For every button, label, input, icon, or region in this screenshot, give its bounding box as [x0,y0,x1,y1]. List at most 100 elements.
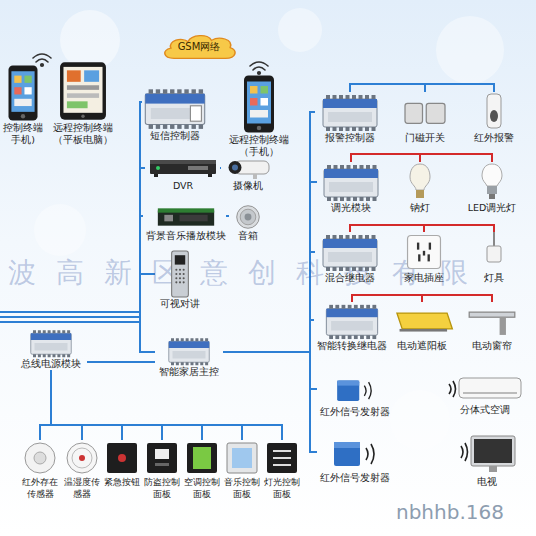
device-label: 紧急按钮 [99,476,145,488]
bus-wire [226,215,229,217]
device-icon [221,156,275,180]
device-label: 混合继电器 [315,272,385,284]
bus-wire [51,370,242,440]
device-node: 分体式空调 [443,374,527,416]
device-icon [449,432,525,476]
bubble [34,204,86,256]
device-node: 电动窗帘 [463,302,521,352]
device-label: 门磁开关 [400,132,450,144]
bus-wire [223,112,315,352]
device-icon [400,92,450,132]
device-icon [469,232,519,272]
device-icon [397,162,443,202]
device-icon [315,92,385,132]
device-node: 红外信号发射器 [317,372,393,418]
bus-wire [51,370,122,440]
bus-wire [350,84,494,92]
device-icon [145,156,221,180]
device-icon [142,440,182,476]
bubble [390,390,450,450]
device-node: 红外信号发射器 [317,432,393,484]
bus-wire [352,295,492,302]
device-node: 远程控制终端（平板电脑） [50,60,116,146]
device-icon [15,328,87,358]
device-icon [469,92,519,132]
device-label: 灯具 [469,272,519,284]
device-label: 红外信号发射器 [317,472,393,484]
device-label: 总线电源模块 [15,358,87,370]
device-icon [222,440,262,476]
device-icon [228,74,290,134]
device-icon [314,302,390,340]
device-node: 报警控制器 [315,92,385,144]
device-node: 音箱 [227,204,269,242]
device-node: 调光模块 [317,162,385,214]
bus-wire [51,370,202,440]
bus-wire [350,225,494,232]
device-node: 空调控制面板 [182,440,222,500]
device-icon [463,302,521,340]
device-node: 短信控制器 [142,86,208,142]
network-cloud: GSM网络 [160,32,238,62]
device-label: 钠灯 [397,202,443,214]
device-label: 控制终端 手机) [2,122,44,146]
device-label: 音箱 [227,230,269,242]
device-node: 红外报警 [469,92,519,144]
device-label: 电动遮阳板 [389,340,455,352]
device-icon [317,372,393,406]
device-node: 电动遮阳板 [389,302,455,352]
network-label: GSM网络 [160,32,238,62]
device-node: 可视对讲 [155,250,205,310]
device-label: LED调光灯 [461,202,523,214]
bus-wire [223,352,317,389]
device-icon [262,440,302,476]
device-label: 智能家居主控 [155,366,223,378]
watermark: nbhhb.168 [396,500,504,524]
device-icon [182,440,222,476]
bus-wire [352,295,422,302]
device-icon [443,374,527,404]
device-icon [2,64,44,122]
bus-wire [51,370,282,440]
bus-wire [223,320,314,352]
device-node: 红外存在传感器 [20,440,60,500]
bus-wire [351,154,492,162]
bus-wire [51,370,162,440]
bus-wire [40,370,51,440]
device-label: 可视对讲 [155,298,205,310]
device-node: DVR [145,156,221,192]
device-label: 空调控制面板 [182,476,222,500]
device-node: 远程控制终端（手机） [228,74,290,158]
device-label: 电视 [449,476,525,488]
device-label: 灯光控制面板 [262,476,302,500]
device-label: 电动窗帘 [463,340,521,352]
device-icon [397,232,451,272]
device-label: 报警控制器 [315,132,385,144]
device-icon [99,440,145,476]
device-label: 调光模块 [317,202,385,214]
device-label: 红外信号发射器 [317,406,393,418]
device-label: 摄像机 [221,180,275,192]
device-icon [155,336,223,366]
device-icon [227,204,269,230]
device-label: 家电插座 [397,272,451,284]
device-node: 防盗控制面板 [142,440,182,500]
device-node: 混合继电器 [315,232,385,284]
device-icon [142,86,208,130]
device-label: 背景音乐播放模块 [143,230,229,242]
bus-wire [350,84,425,92]
device-icon [143,204,229,230]
device-node: LED调光灯 [461,162,523,214]
device-node: 智能转换继电器 [314,302,390,352]
device-icon [389,302,455,340]
device-node: 紧急按钮 [99,440,145,488]
bubble [278,8,322,52]
device-node: 灯具 [469,232,519,284]
device-icon [317,432,393,472]
device-label: 温湿度传感器 [62,476,102,500]
bus-wire [351,154,420,162]
device-icon [315,232,385,272]
device-icon [461,162,523,202]
device-label: 短信控制器 [142,130,208,142]
